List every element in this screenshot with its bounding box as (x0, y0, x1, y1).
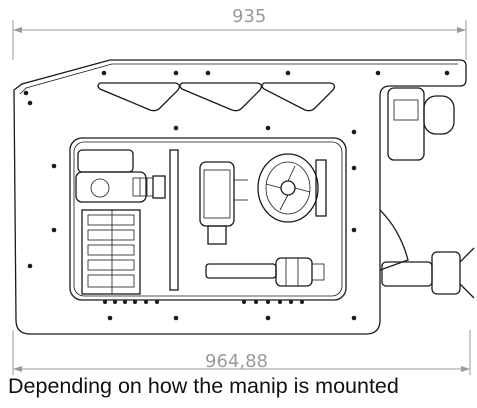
electronics-stack (81, 209, 141, 295)
bottom-dimension-label: 964,88 (205, 351, 268, 372)
bottom-thruster (205, 257, 325, 287)
caption-text: Depending on how the manip is mounted (8, 374, 399, 398)
mounting-holes (23, 70, 450, 321)
center-thruster (257, 153, 327, 223)
center-canister (169, 149, 248, 291)
triangle-cutouts (97, 82, 336, 112)
top-dimension-line (12, 20, 467, 60)
frame-plate (13, 59, 467, 335)
left-thruster-motor (75, 149, 166, 203)
top-dimension-label: 935 (232, 6, 267, 27)
manipulator-gripper (379, 87, 475, 299)
bottom-dimension-line (12, 330, 471, 375)
